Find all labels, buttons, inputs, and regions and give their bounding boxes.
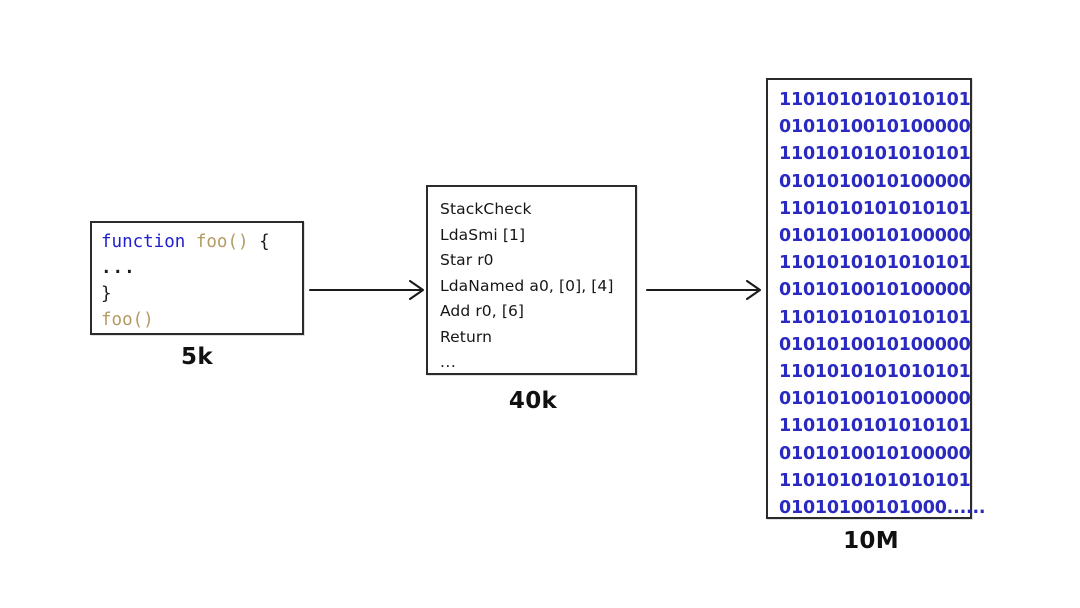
bytecode-line: LdaNamed a0, [0], [4] — [440, 276, 614, 295]
code-token-function-name: foo() — [195, 232, 249, 252]
bytecode-line: Add r0, [6] — [440, 302, 525, 320]
bytecode-line-ellipsis: ... — [440, 353, 457, 371]
binary-line: 1101010101010101 — [779, 416, 971, 437]
bytecode-line: LdaSmi [1] — [440, 225, 526, 244]
binary-line: 0101010010100000 — [779, 443, 971, 464]
arrow-bytecode-to-machine — [645, 279, 762, 301]
binary-line: 1101010101010101 — [779, 307, 971, 328]
machine-code-box: 1101010101010101 0101010010100000 110101… — [766, 78, 986, 519]
size-label-bytecode: 40k — [508, 388, 558, 414]
code-token-open-brace: { — [259, 232, 270, 252]
binary-line: 0101010010100000 — [779, 226, 971, 247]
binary-line: 1101010101010101 — [779, 144, 971, 165]
bytecode-line: Return — [440, 327, 493, 346]
binary-line: 0101010010100000 — [779, 117, 971, 138]
binary-line: 1101010101010101 — [779, 253, 971, 274]
binary-line: 1101010101010101 — [779, 362, 971, 383]
arrow-source-to-bytecode — [308, 279, 425, 301]
bytecode-line: Star r0 — [440, 251, 494, 269]
binary-line: 1101010101010101 — [779, 198, 971, 219]
binary-line: 1101010101010101 — [779, 90, 971, 110]
bytecode-box: StackCheck LdaSmi [1] Star r0 LdaNamed a… — [426, 185, 637, 375]
code-space-2 — [249, 232, 260, 252]
code-token-keyword: function — [101, 232, 186, 252]
binary-line: 0101010010100000 — [779, 334, 971, 355]
binary-line: 0101010010100000 — [779, 389, 971, 410]
code-line-close-brace: } — [101, 284, 112, 304]
binary-line-last: 01010100101000...... — [779, 498, 986, 519]
code-line-body-ellipsis: ... — [101, 258, 136, 278]
code-space — [185, 232, 196, 252]
javascript-source-box: function foo() { ... } foo() — [90, 221, 304, 335]
code-line-function-declaration: function foo() { — [101, 229, 302, 255]
size-label-source: 5k — [181, 344, 213, 370]
bytecode-line: StackCheck — [440, 200, 532, 218]
binary-line: 0101010010100000 — [779, 280, 971, 301]
binary-line: 1101010101010101 — [779, 470, 971, 491]
size-label-machine: 10M — [843, 528, 899, 554]
binary-line: 0101010010100000 — [779, 171, 971, 192]
code-line-function-call: foo() — [101, 310, 154, 330]
